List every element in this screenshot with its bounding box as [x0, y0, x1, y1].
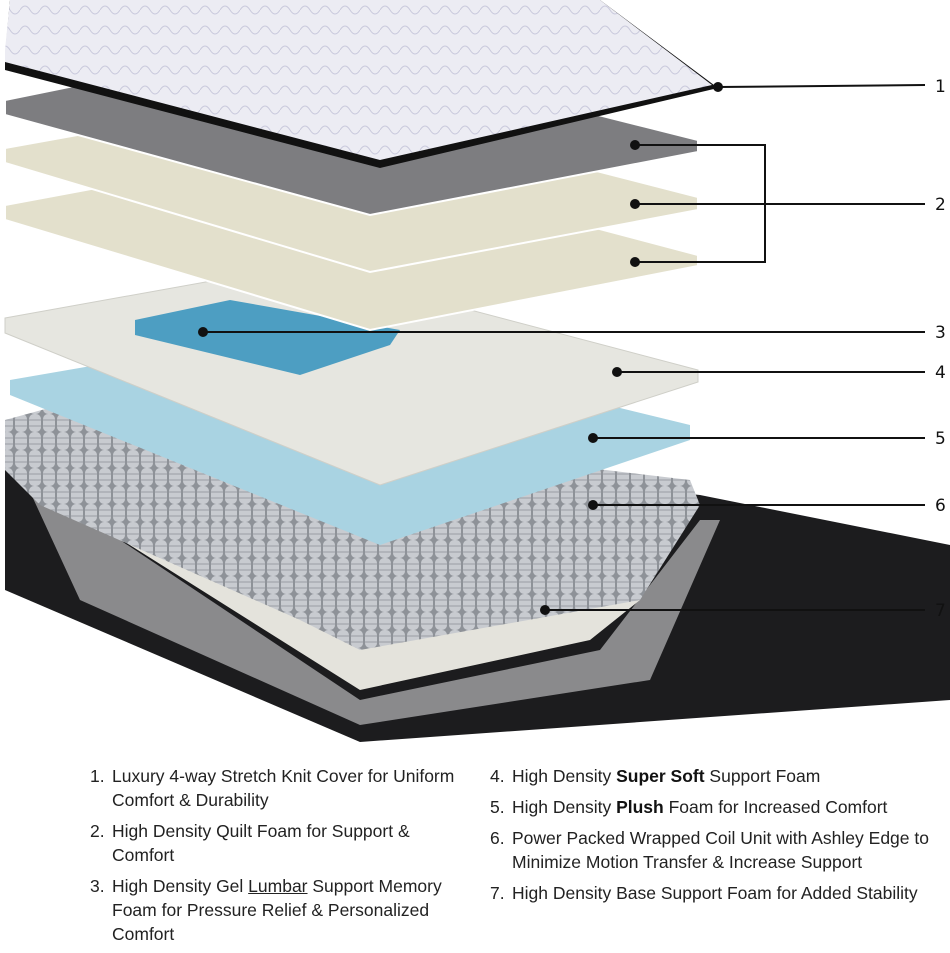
legend-item: 7. High Density Base Support Foam for Add…: [490, 881, 950, 905]
legend-text: Power Packed Wrapped Coil Unit with Ashl…: [512, 826, 950, 874]
callout-4: 4: [935, 363, 946, 383]
legend-text-part: Support Memory Foam for Pressure Relief …: [112, 876, 442, 944]
legend-item: 6. Power Packed Wrapped Coil Unit with As…: [490, 826, 950, 874]
legend-text: High Density Quilt Foam for Support & Co…: [112, 819, 460, 867]
legend-text-part: Foam for Increased Comfort: [663, 797, 888, 817]
legend-item: 5. High Density Plush Foam for Increased …: [490, 795, 950, 819]
legend-text: High Density Base Support Foam for Added…: [512, 881, 950, 905]
legend-item: 3. High Density Gel Lumbar Support Memory…: [90, 874, 460, 946]
legend-text-part: Luxury 4-way Stretch Knit Cover for Unif…: [112, 766, 455, 810]
legend-item: 4. High Density Super Soft Support Foam: [490, 764, 950, 788]
legend-text-part: High Density Base Support Foam for Added…: [512, 883, 918, 903]
legend-text-part: Lumbar: [248, 876, 308, 896]
mattress-layers-illustration: 1 2 3 4 5 6 7: [4, 0, 950, 742]
callout-3: 3: [935, 323, 946, 343]
legend-text-part: Super Soft: [616, 766, 705, 786]
legend-item: 2. High Density Quilt Foam for Support & …: [90, 819, 460, 867]
legend-number: 3.: [90, 876, 105, 896]
legend-text-part: Power Packed Wrapped Coil Unit with Ashl…: [512, 828, 929, 872]
legend-text: High Density Plush Foam for Increased Co…: [512, 795, 950, 819]
legend-text-part: Plush: [616, 797, 664, 817]
legend-text: High Density Gel Lumbar Support Memory F…: [112, 874, 460, 946]
callout-2: 2: [935, 195, 946, 215]
callout-5: 5: [935, 429, 946, 449]
legend-number: 2.: [90, 821, 105, 841]
legend-text-part: High Density Gel: [112, 876, 249, 896]
callout-6: 6: [935, 496, 946, 516]
legend-number: 7.: [490, 883, 505, 903]
legend-item: 1. Luxury 4-way Stretch Knit Cover for Un…: [90, 764, 460, 812]
legend-number: 6.: [490, 828, 505, 848]
legend-number: 5.: [490, 797, 505, 817]
knit-cover-layer: [5, 0, 718, 168]
legend-text: Luxury 4-way Stretch Knit Cover for Unif…: [112, 764, 460, 812]
legend-number: 1.: [90, 766, 105, 786]
callout-lines: [198, 82, 926, 615]
callout-7: 7: [935, 601, 946, 621]
legend-left-column: 1. Luxury 4-way Stretch Knit Cover for Un…: [90, 764, 460, 953]
legend-text: High Density Super Soft Support Foam: [512, 764, 950, 788]
legend-number: 4.: [490, 766, 505, 786]
callout-1: 1: [935, 77, 946, 97]
legend-text-part: High Density Quilt Foam for Support & Co…: [112, 821, 410, 865]
legend-text-part: High Density: [512, 797, 617, 817]
legend-text-part: High Density: [512, 766, 617, 786]
legend-right-column: 4. High Density Super Soft Support Foam 5.…: [490, 764, 950, 912]
legend-text-part: Support Foam: [704, 766, 821, 786]
